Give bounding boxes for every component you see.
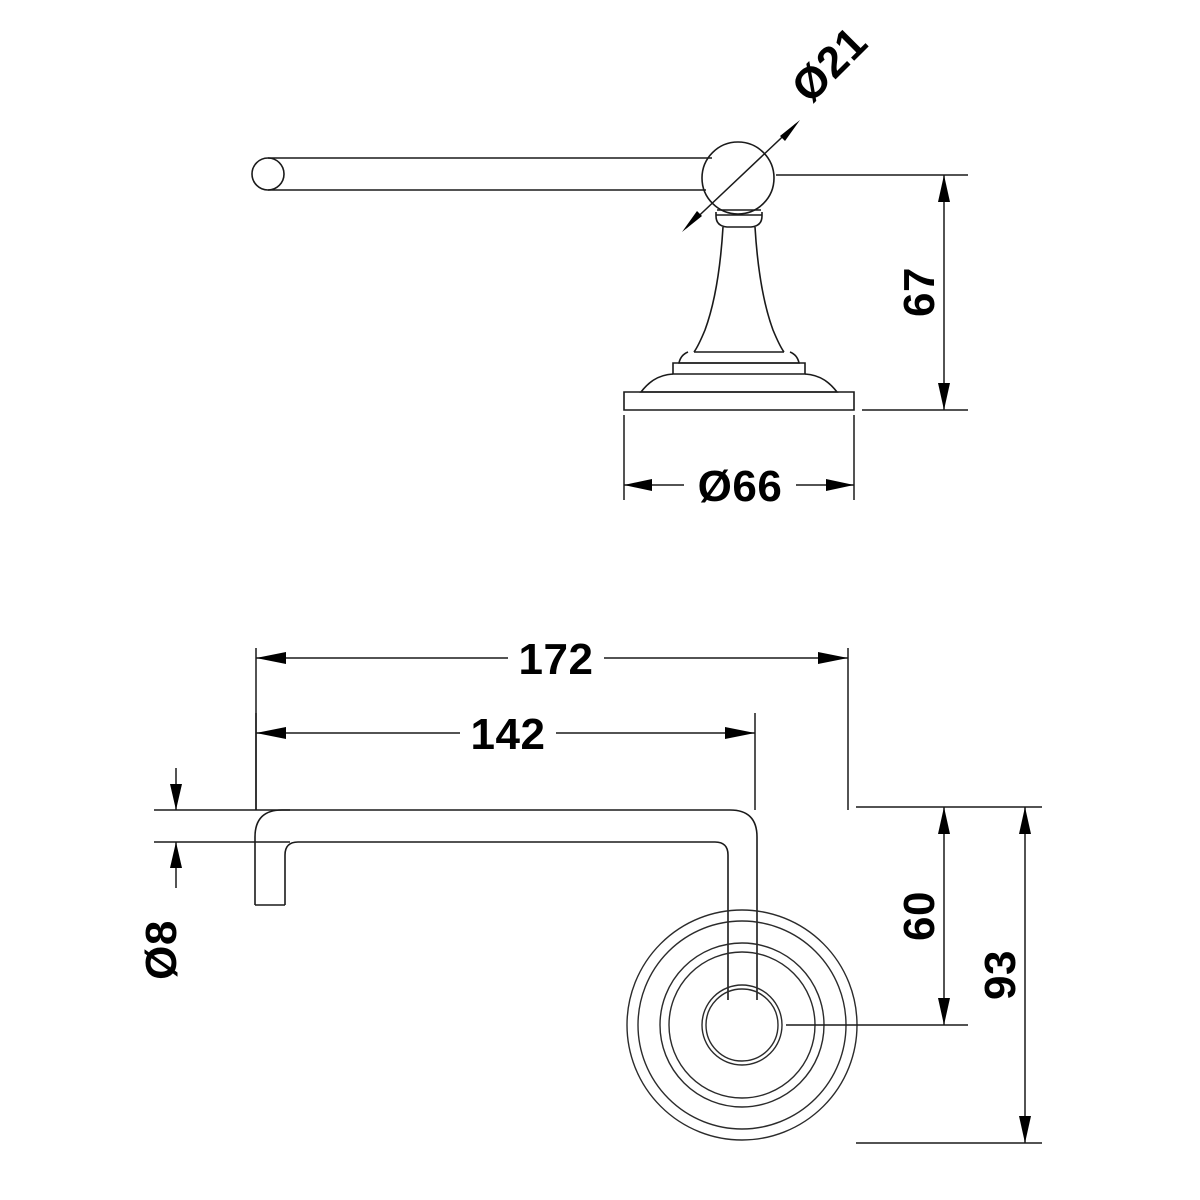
dimension-label-93: 93 bbox=[976, 950, 1025, 1000]
dimension-label-60: 60 bbox=[895, 891, 944, 941]
dimension-label-67: 67 bbox=[895, 267, 944, 317]
dimension-label-dia66: Ø66 bbox=[698, 462, 783, 511]
dimension-label-142: 142 bbox=[471, 710, 546, 759]
flange-tier-upper bbox=[672, 362, 806, 375]
plan-view: 172 142 Ø8 bbox=[137, 630, 1042, 1144]
arm-rail-profile bbox=[251, 157, 712, 191]
dimension-label-172: 172 bbox=[519, 635, 594, 684]
dimension-label-dia21: Ø21 bbox=[782, 18, 877, 113]
neck-collar bbox=[715, 209, 763, 228]
flange-base-plate bbox=[623, 391, 855, 411]
dimension-67: 67 bbox=[776, 174, 968, 411]
dimension-dia8: Ø8 bbox=[137, 768, 290, 980]
dimension-93: 93 bbox=[856, 807, 1042, 1144]
dimension-172: 172 bbox=[255, 630, 849, 810]
stem-foot-band bbox=[678, 351, 800, 364]
dimension-60: 60 bbox=[786, 806, 1042, 1026]
dimension-dia21: Ø21 bbox=[682, 18, 877, 232]
dimension-dia66: Ø66 bbox=[623, 415, 855, 511]
plan-arm-outline bbox=[254, 809, 758, 1000]
ball-finial bbox=[701, 141, 775, 215]
front-elevation-view: Ø21 67 Ø66 bbox=[251, 18, 968, 511]
tapered-stem bbox=[693, 226, 785, 353]
dimension-label-dia8: Ø8 bbox=[137, 920, 186, 980]
dimension-142: 142 bbox=[255, 705, 756, 810]
flange-cove bbox=[639, 373, 839, 393]
